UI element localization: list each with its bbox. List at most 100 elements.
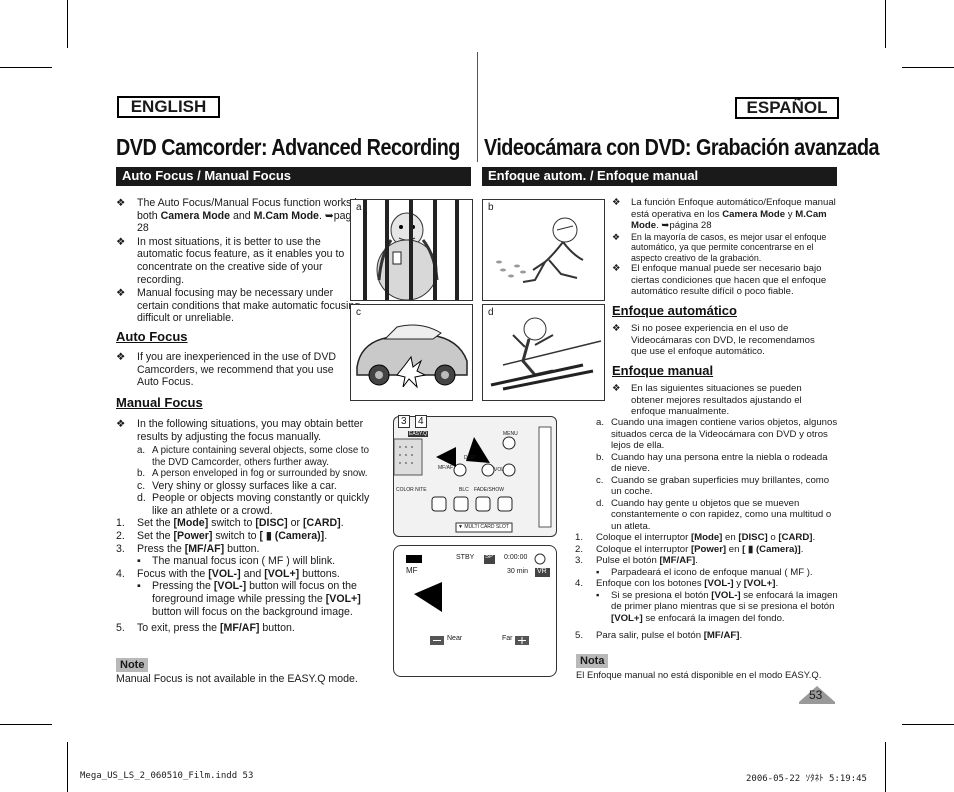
spanish-intro: ❖La función Enfoque automático/Enfoque m… (612, 197, 838, 298)
auto-focus-item: ❖ If you are inexperienced in the use of … (116, 351, 350, 389)
text: Manual focusing may be necessary under c… (137, 287, 361, 325)
text: button will focus on the background imag… (152, 605, 353, 618)
text: button. (224, 542, 260, 555)
text: The Auto Focus/Manual Focus function wor… (137, 197, 363, 222)
text: . (695, 555, 698, 566)
step-item: 1.Coloque el interruptor [Mode] en [DISC… (575, 532, 840, 544)
text: en (722, 532, 739, 543)
illustration-b: b (482, 199, 605, 301)
text: A person enveloped in fog or surrounded … (152, 468, 368, 480)
step-item: 4.Focus with the [VOL-] and [VOL+] butto… (116, 568, 382, 581)
case-marker: c. (596, 474, 604, 486)
note-label-es: Nota (576, 654, 609, 668)
bullet-icon: ❖ (116, 287, 126, 300)
text-bold: [CARD] (303, 517, 341, 530)
text: A picture containing several objects, so… (152, 445, 370, 468)
intro-item: ❖In most situations, it is better to use… (116, 236, 365, 286)
lcd-drawing (406, 553, 550, 645)
cases-list: a.Cuando una imagen contiene varios obje… (575, 417, 840, 532)
text-bold: Camera Mode (160, 209, 231, 222)
text: o (767, 532, 779, 543)
auto-focus-heading-es: Enfoque automático (612, 303, 737, 318)
text-bold: [CARD] (778, 532, 813, 543)
text: . (800, 543, 804, 555)
case-item: a.Cuando una imagen contiene varios obje… (596, 417, 840, 452)
square-bullet-icon: ▪ (137, 580, 141, 593)
step-number: 5. (575, 630, 584, 641)
snow-person-drawing (496, 217, 584, 283)
manual-focus-heading: Manual Focus (116, 395, 203, 410)
step-item: 1.Set the [Mode] switch to [DISC] or [CA… (116, 517, 382, 530)
page-number: 53 (809, 688, 823, 702)
crop-mark (67, 742, 68, 792)
text: . (812, 532, 816, 543)
manual-focus-item: ❖In the following situations, you may ob… (116, 418, 382, 443)
stby-text: STBY (456, 554, 475, 561)
camcorder-panel: 3 4 MF/AF MENU DISP VOL COLOR NITE BLC F… (393, 415, 557, 537)
step-item: 5.To exit, press the [MF/AF] button. (116, 622, 382, 635)
text-bold: [MF/AF] (703, 630, 740, 641)
square-bullet-icon: ▪ (137, 555, 141, 568)
text: Press the (137, 542, 185, 555)
skier-drawing (485, 317, 604, 400)
note-text-es: El Enfoque manual no está disponible en … (576, 669, 822, 680)
text-bold: [VOL-] (213, 580, 247, 593)
intro-item: ❖El enfoque manual puede ser necesario b… (612, 263, 838, 298)
text: button. (259, 622, 295, 635)
square-bullet-icon: ▪ (596, 566, 600, 578)
bullet-icon: ❖ (116, 351, 126, 363)
lcd-screen: STBY SP 0:00:00 30 min VR MF Near Far (393, 545, 557, 677)
text: The manual focus icon ( MF ) will blink. (152, 555, 336, 568)
text-bold: M.Cam Mode (253, 209, 319, 222)
text-bold: Camera Mode (722, 208, 786, 220)
center-divider (477, 52, 478, 162)
case-item: a. A picture containing several objects, … (137, 445, 382, 468)
text: Set the (137, 530, 174, 543)
text-bold: [VOL+] (264, 567, 300, 580)
cases-list: a. A picture containing several objects, … (116, 445, 382, 517)
text: Cuando hay gente u objetos que se mueven… (611, 497, 832, 532)
crop-mark (0, 724, 52, 725)
color-nite-label: COLOR NITE (396, 487, 427, 493)
text: . ➥página 28 (656, 220, 712, 231)
illustration-a: a (350, 199, 473, 301)
step-number: 5. (116, 622, 125, 635)
intro-item: ❖ Manual focusing may be necessary under … (116, 287, 365, 325)
page-title-es: Videocámara con DVD: Grabación avanzada (484, 134, 880, 160)
intro-item: ❖En la mayoría de casos, es mejor usar e… (612, 232, 838, 264)
camcorder-controls-drawing (393, 426, 552, 533)
auto-focus-block: ❖ If you are inexperienced in the use of … (116, 351, 350, 389)
step-item: 2.Coloque el interruptor [Power] en [ ▮ … (575, 544, 840, 556)
text: Pulse el botón (596, 555, 660, 566)
illustration-letter: b (488, 202, 494, 213)
text: Para salir, pulse el botón (596, 630, 704, 641)
step-item: 4.Enfoque con los botones [VOL-] y [VOL+… (575, 578, 840, 590)
text-bold: [Mode] (173, 517, 209, 530)
auto-focus-item: ❖Si no posee experiencia en el uso de Vi… (612, 323, 828, 358)
text: En las siguientes situaciones se pueden … (631, 383, 802, 417)
text: se enfocará la imagen del fondo. (642, 612, 785, 624)
text: . (340, 517, 344, 530)
text: Cuando hay una persona entre la niebla o… (611, 451, 828, 475)
step-subitem: ▪Si se presiona el botón [VOL-] se enfoc… (596, 590, 840, 625)
bullet-icon: ❖ (116, 197, 126, 209)
text: If you are inexperienced in the use of D… (137, 351, 337, 389)
text: Coloque el interruptor (596, 532, 691, 543)
bullet-icon: ❖ (612, 383, 621, 394)
english-intro: ❖ The Auto Focus/Manual Focus function wo… (116, 197, 365, 325)
manual-focus-text-es: ❖ En las siguientes situaciones se pueden… (612, 383, 822, 418)
bullet-icon: ❖ (116, 418, 126, 430)
intro-item: ❖ The Auto Focus/Manual Focus function wo… (116, 197, 365, 235)
sp-badge: SP (485, 554, 494, 560)
text-bold: [ ▮ (Camera)] (259, 530, 325, 543)
timecode-text: 0:00:00 (504, 554, 528, 561)
text: Set the (137, 517, 174, 530)
text-bold: [VOL-] (208, 567, 241, 580)
text-bold: [VOL+] (743, 578, 776, 589)
step-subitem: ▪ The manual focus icon ( MF ) will blink… (137, 555, 382, 568)
text-bold: [MF/AF] (184, 542, 225, 555)
case-marker: a. (137, 445, 146, 457)
text: Coloque el interruptor (596, 543, 691, 555)
text: Enfoque con los botones (596, 578, 705, 589)
text: Parpadeará el icono de enfoque manual ( … (611, 566, 813, 578)
